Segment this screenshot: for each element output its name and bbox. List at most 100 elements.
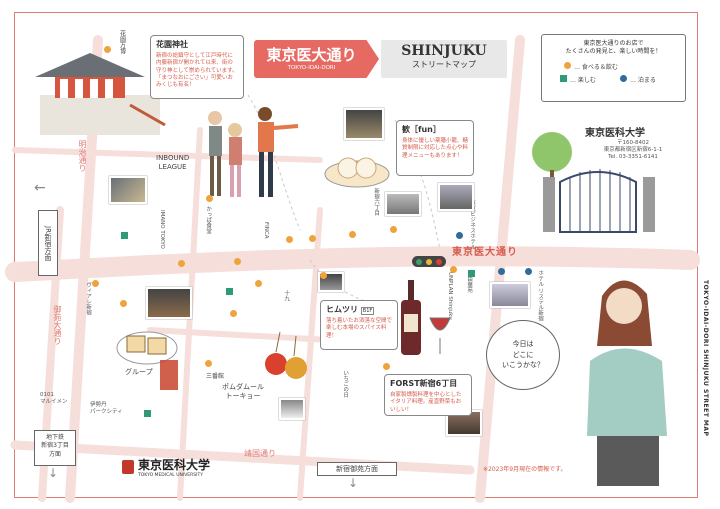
marker-eat	[450, 266, 457, 273]
place-kappa: かっぱ食堂	[205, 206, 212, 234]
university-address: 〒160-8402 東京都新宿区新宿6-1-1 Tel. 03-3351-614…	[603, 140, 663, 161]
idai-street-label: 東京医大通り	[452, 247, 518, 258]
place-shinjuku6: 新宿六丁目	[373, 188, 380, 216]
fun-bubble: 歓［fun］ 身体に優しい薬膳小籠、糖質制限に対応した点心や料理メニューもありま…	[396, 120, 474, 176]
marker-eat	[230, 310, 237, 317]
fun-title: 歓［fun］	[402, 125, 441, 134]
place-yumeji: 由華苑	[466, 276, 473, 293]
legend-eat-dot	[564, 61, 571, 69]
title-romaji: TOKYO-IDAI-DORI	[287, 65, 336, 71]
legend-intro: 東京医大通りのお店で たくさんの発見と、楽しい時間を！	[565, 40, 662, 56]
marker-play	[144, 410, 151, 417]
fun-body: 身体に優しい薬膳小籠、糖質制限に対応した点心や料理メニューもあります！	[402, 137, 469, 159]
shrine-title: 花園神社	[156, 40, 188, 49]
unplan-photo	[490, 282, 530, 308]
light-green	[416, 258, 422, 265]
arrow-down-icon-2: ↓	[348, 476, 359, 490]
arrow-left-icon: ←	[34, 180, 46, 196]
place-imano: IMANO TOKYO	[159, 210, 166, 249]
dimsum-illustration	[324, 157, 390, 188]
inbound-photo	[109, 176, 147, 204]
side-title: TOKYO-IDAI-DORI SHINJUKU STREET MAP	[702, 280, 709, 437]
sandwich-illustration	[116, 331, 178, 390]
place-hotel1: 東京ビジネスホテル	[469, 200, 476, 250]
forst-bubble: FORST新宿6丁目 自家製燻製料理を中心としたイタリア料理。産直野菜もおいしい…	[384, 374, 472, 416]
forst-body: 自家製燻製料理を中心としたイタリア料理。産直野菜もおいしい！	[390, 391, 462, 413]
legend: 東京医大通りのお店で たくさんの発見と、楽しい時間を！ … 食べる＆飲む … 楽…	[541, 34, 686, 102]
marker-eat	[320, 272, 327, 279]
candy-apple-illustration	[265, 332, 307, 379]
marker-eat	[390, 226, 397, 233]
gyoen-sign: 新宿御苑方面	[317, 462, 397, 476]
place-grub: グループ	[125, 368, 153, 376]
subway-sign: 地下鉄 新宿3丁目 方面	[34, 430, 76, 466]
himitsuri-body: 落ち着いたお洒落な空間で楽しむ本場のスパイス料理！	[326, 317, 393, 339]
people-illustration	[208, 107, 299, 197]
forst-title: FORST新宿6丁目	[390, 379, 458, 388]
place-isetan: 伊勢丹 パークシティ	[90, 402, 123, 416]
place-hotel2: ホテル リステル新宿	[537, 270, 544, 322]
place-sanwa: いちごの日	[342, 370, 349, 398]
traffic-light	[412, 256, 446, 267]
shinjuku6-photo	[385, 192, 421, 216]
marker-eat	[120, 300, 127, 307]
logo-en: TOKYO MEDICAL UNIVERSITY	[138, 473, 203, 478]
himitsuri-tag: B1F	[360, 307, 375, 315]
marker-eat	[286, 236, 293, 243]
wine-illustration	[401, 280, 451, 355]
marker-eat	[178, 260, 185, 267]
place-toku: 十九	[283, 290, 290, 301]
marker-stay	[456, 232, 463, 239]
light-red	[436, 258, 442, 265]
jr-sign: JR新宿方面	[38, 210, 58, 276]
place-unplan: UNPLAN Shinjuku	[447, 272, 454, 320]
marker-play	[468, 270, 475, 277]
title-panel: SHINJUKU ストリートマップ	[381, 40, 507, 78]
speech-text: 今日は どこに いこうかな？	[502, 340, 544, 370]
legend-stay: … 泊まる	[630, 76, 656, 84]
marker-stay	[525, 268, 532, 275]
marker-eat	[104, 46, 111, 53]
place-mitsuke: 三番館	[206, 373, 225, 380]
title-box: 東京医大通り TOKYO-IDAI-DORI	[254, 40, 379, 78]
place-pomme: ポムダムール トーキョー	[222, 383, 264, 400]
fun-shop-photo	[344, 108, 384, 140]
title-street: 東京医大通り	[266, 46, 357, 64]
wine-photo	[146, 287, 192, 319]
university-gate-illustration	[532, 132, 655, 233]
marker-eat	[234, 258, 241, 265]
place-hanazono: 花園万博	[118, 30, 126, 54]
shrine-illustration	[35, 53, 166, 135]
marker-eat	[309, 235, 316, 242]
legend-eat: … 食べる＆飲む	[574, 63, 618, 71]
meiji-road-label: 明治通り	[78, 140, 87, 172]
university-logo: 東京医科大学 TOKYO MEDICAL UNIVERSITY	[122, 456, 210, 478]
logo-name: 東京医科大学	[138, 458, 211, 472]
pomme-photo	[279, 398, 305, 420]
gyoen-road-label: 御苑大通り	[53, 305, 62, 345]
marker-eat	[205, 360, 212, 367]
place-finca: FINCA	[263, 222, 270, 239]
marker-eat	[383, 363, 390, 370]
arrow-down-icon: ↓	[48, 466, 59, 480]
legend-stay-dot	[620, 74, 627, 82]
marker-eat	[255, 280, 262, 287]
woman-illustration	[587, 280, 667, 486]
title-subtitle: ストリートマップ	[412, 60, 476, 69]
university-name: 東京医科大学	[585, 128, 645, 139]
shrine-bubble: 花園神社 新宿の総鎮守として江戸時代に内藤新宿が開かれて以来、街の守り神として崇…	[150, 35, 244, 99]
marker-play	[121, 232, 128, 239]
place-inbound: INBOUND LEAGUE	[156, 154, 190, 171]
yasukuni-road-label: 靖国通り	[244, 449, 276, 458]
himitsuri-bubble: ヒムツリ B1F 落ち着いたお洒落な空間で楽しむ本場のスパイス料理！	[320, 300, 398, 350]
marker-eat	[206, 195, 213, 202]
himitsuri-title: ヒムツリ	[326, 305, 358, 314]
title-area: SHINJUKU	[401, 43, 487, 59]
marker-eat	[92, 280, 99, 287]
legend-play: … 楽しむ	[570, 76, 596, 84]
marker-eat	[349, 231, 356, 238]
hotel1-photo	[438, 183, 474, 211]
university-emblem-icon	[122, 460, 134, 474]
marker-stay	[498, 268, 505, 275]
